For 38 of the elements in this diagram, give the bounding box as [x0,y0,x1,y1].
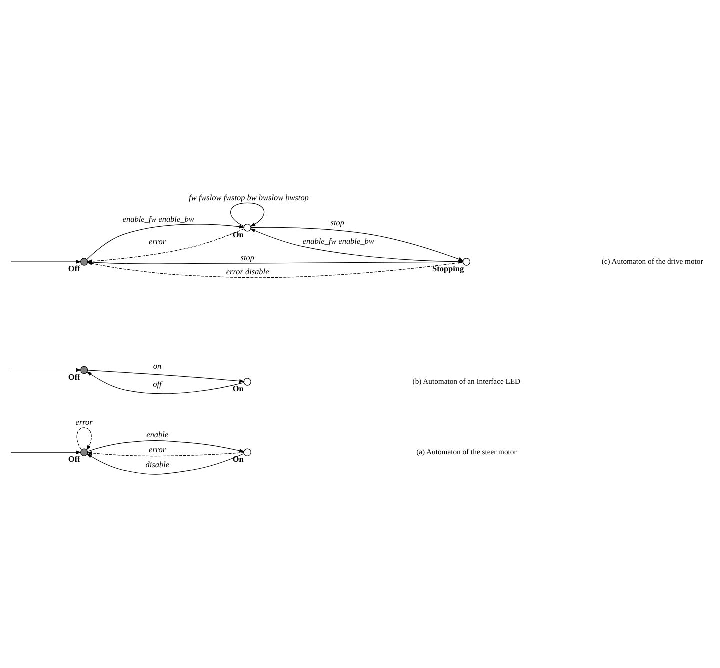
edge-label: disable [146,460,170,469]
edge-label: error disable [226,266,270,276]
node-circle [244,224,252,232]
node-circle [80,258,88,266]
node-circle [80,366,88,374]
edge-label: fw fwslow fwstop bw bwslow bwstop [189,192,309,202]
edge-label: enable_fw enable_bw [122,214,194,224]
node-circle [80,448,88,456]
arrow [88,440,245,452]
node-label: On [232,230,244,239]
node-circle [462,258,470,266]
arrow [86,450,244,456]
edge-label: enable [146,430,169,439]
edge-label: stop [330,218,345,228]
edge-label: error [149,445,166,454]
edge-label: error [76,418,93,427]
node-circle [244,378,252,386]
node-label: Off [68,264,80,274]
arrow [76,427,92,454]
edge-label: error [149,236,166,246]
arrow [86,371,244,394]
arrow [10,450,82,454]
edge-label: enable_fw enable_bw [302,236,374,246]
arrow [10,368,82,372]
edge-label: stop [240,252,255,262]
node-label: Off [68,454,80,464]
node-label: Stopping [432,264,464,274]
arrow [86,261,464,278]
arrow [230,202,265,226]
node-label: On [232,384,244,394]
arrow [10,260,82,264]
node-label: Off [68,372,80,382]
node-circle [244,448,252,456]
edge-label: on [153,362,162,371]
arrow [88,370,245,383]
arrow [86,453,244,474]
edge-label: off [153,379,162,388]
node-label: On [232,454,244,464]
